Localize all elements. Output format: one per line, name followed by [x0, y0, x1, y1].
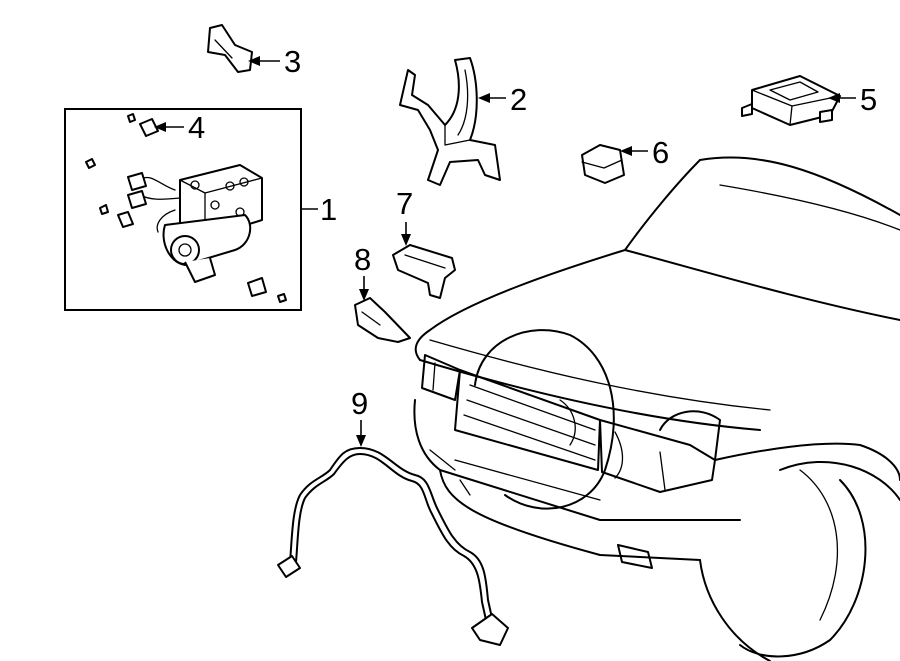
part-5-control-module: [741, 75, 841, 126]
part-2-bracket: [399, 57, 501, 186]
callout-9-arrowhead: [356, 435, 366, 447]
callout-4-label: 4: [188, 110, 205, 145]
callout-7-label: 7: [396, 186, 413, 221]
callout-6-label: 6: [652, 135, 669, 170]
callout-5-arrowhead: [828, 93, 840, 103]
callout-5-label: 5: [860, 82, 877, 117]
callout-4-arrowhead: [154, 122, 166, 132]
callout-6-arrowhead: [620, 146, 632, 156]
part-4-bolt: [139, 118, 159, 137]
callout-8-arrowhead: [359, 289, 369, 301]
part-9-wire-harness: [277, 447, 509, 646]
part-3-bracket: [207, 24, 253, 73]
callout-3-arrowhead: [248, 56, 260, 66]
part-8-sensor: [354, 297, 411, 343]
part-1-abs-modulator-assembly: [64, 108, 302, 311]
callout-1-label: 1: [320, 192, 337, 227]
callout-2-arrowhead: [478, 93, 490, 103]
callout-3-label: 3: [284, 44, 301, 79]
vehicle-front: [413, 156, 900, 661]
callout-9-label: 9: [351, 386, 368, 421]
part-7-sensor: [392, 244, 456, 299]
callout-2-label: 2: [510, 82, 527, 117]
callout-8-label: 8: [354, 242, 371, 277]
part-6-sensor: [581, 144, 625, 184]
callout-7-arrowhead: [401, 234, 411, 246]
